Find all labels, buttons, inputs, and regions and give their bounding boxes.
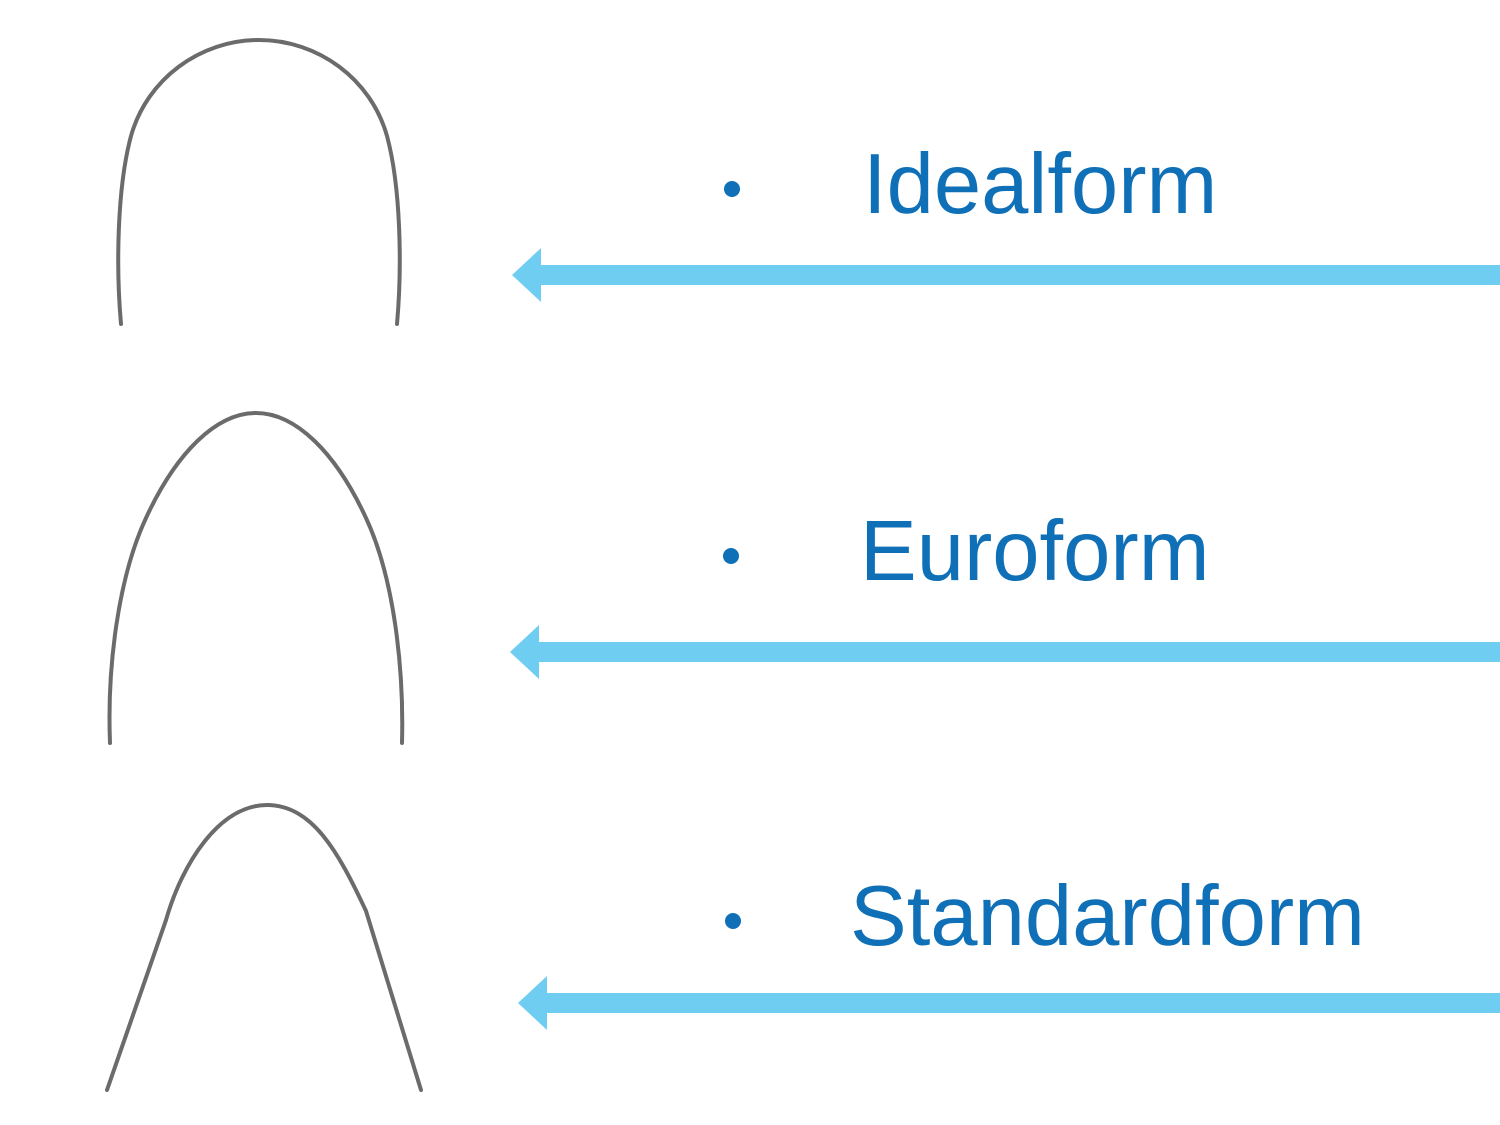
label-standardform: Standardform (850, 869, 1365, 964)
archwire-idealform-image (114, 33, 404, 327)
bullet-icon (724, 181, 740, 197)
label-idealform: Idealform (863, 137, 1218, 232)
bullet-icon (723, 548, 739, 564)
bullet-icon (725, 913, 741, 929)
left-arrow-icon (518, 976, 1500, 1030)
archwire-standardform-image (103, 798, 425, 1093)
label-euroform: Euroform (860, 504, 1210, 599)
left-arrow-icon (512, 248, 1500, 302)
archwire-euroform-image (105, 406, 407, 746)
left-arrow-icon (510, 625, 1500, 679)
